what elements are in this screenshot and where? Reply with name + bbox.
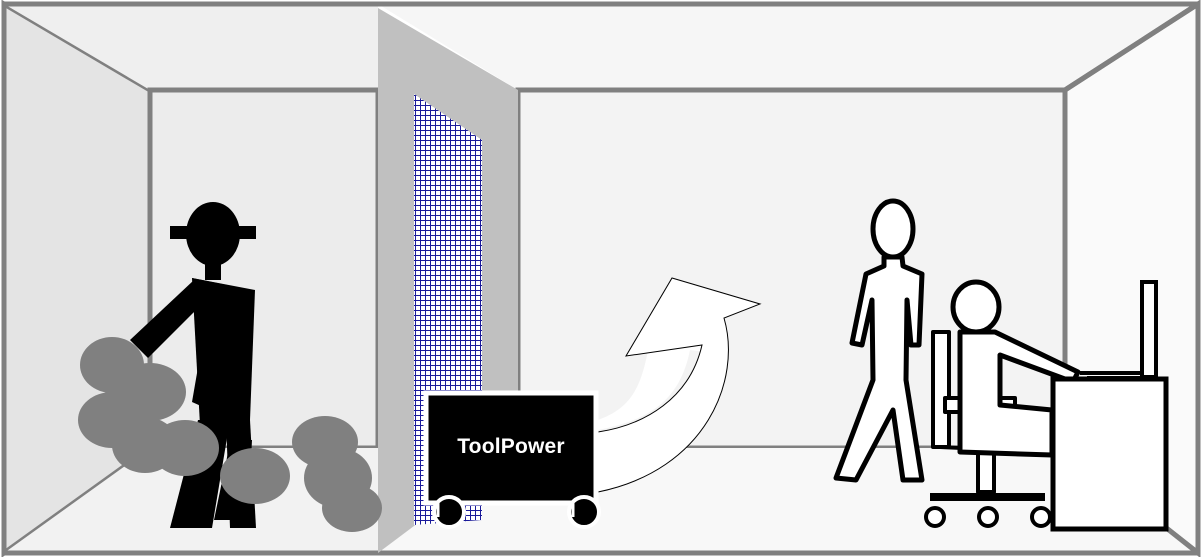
device-wheel — [567, 495, 601, 529]
device-wheel — [432, 495, 466, 529]
air-cleaner-device-icon — [423, 390, 601, 529]
clean-airflow-arrow-icon — [597, 277, 762, 493]
dust-cloud-icon — [78, 337, 382, 532]
seated-person-icon — [950, 279, 1081, 458]
desk-icon — [1050, 376, 1169, 532]
monitor-icon — [1080, 280, 1158, 380]
device-label: ToolPower — [457, 435, 565, 458]
standing-person-icon — [833, 198, 925, 483]
